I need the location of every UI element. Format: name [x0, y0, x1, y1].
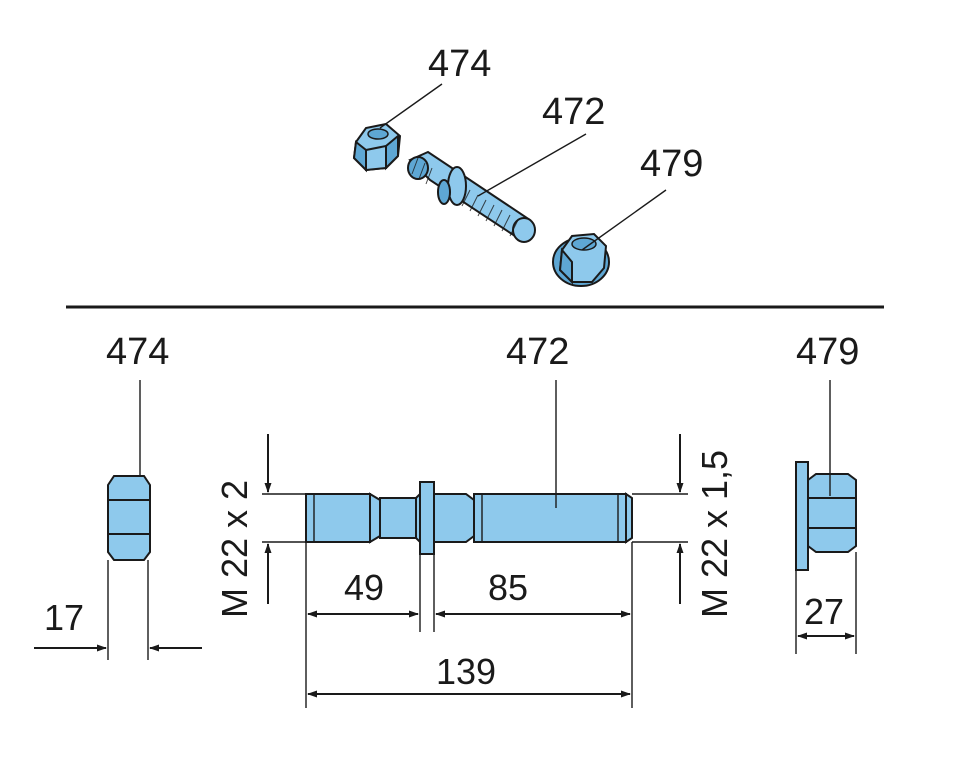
- dimensioned-view: 474 472 479 17: [34, 331, 859, 708]
- exploded-view: 474 472 479: [352, 43, 703, 287]
- label-479-bottom: 479: [796, 331, 859, 373]
- nut-479-side: 27: [795, 380, 857, 654]
- dimension-17: 17: [44, 597, 84, 638]
- dimension-85: 85: [488, 567, 528, 608]
- thread-spec-left: M 22 x 2: [214, 480, 255, 618]
- leader-472-top: [477, 133, 587, 197]
- label-479-top: 479: [640, 143, 703, 185]
- label-474-bottom: 474: [106, 331, 169, 373]
- nut-474-3d: [352, 122, 402, 173]
- dimension-49: 49: [344, 567, 384, 608]
- label-472-bottom: 472: [506, 331, 569, 373]
- leader-479-top: [581, 189, 667, 251]
- dimension-27: 27: [804, 591, 844, 632]
- label-474-top: 474: [428, 43, 491, 85]
- nut-474-side: 17: [34, 380, 202, 660]
- thread-spec-right: M 22 x 1,5: [694, 450, 735, 618]
- leader-474-top: [379, 83, 443, 129]
- label-472-top: 472: [542, 91, 605, 133]
- dimension-139: 139: [436, 651, 496, 692]
- stud-472-3d: [407, 150, 536, 243]
- stud-472-side: 49 85 139 M 22 x 2 M 22 x 1,5: [214, 380, 735, 708]
- nut-479-3d: [552, 232, 610, 287]
